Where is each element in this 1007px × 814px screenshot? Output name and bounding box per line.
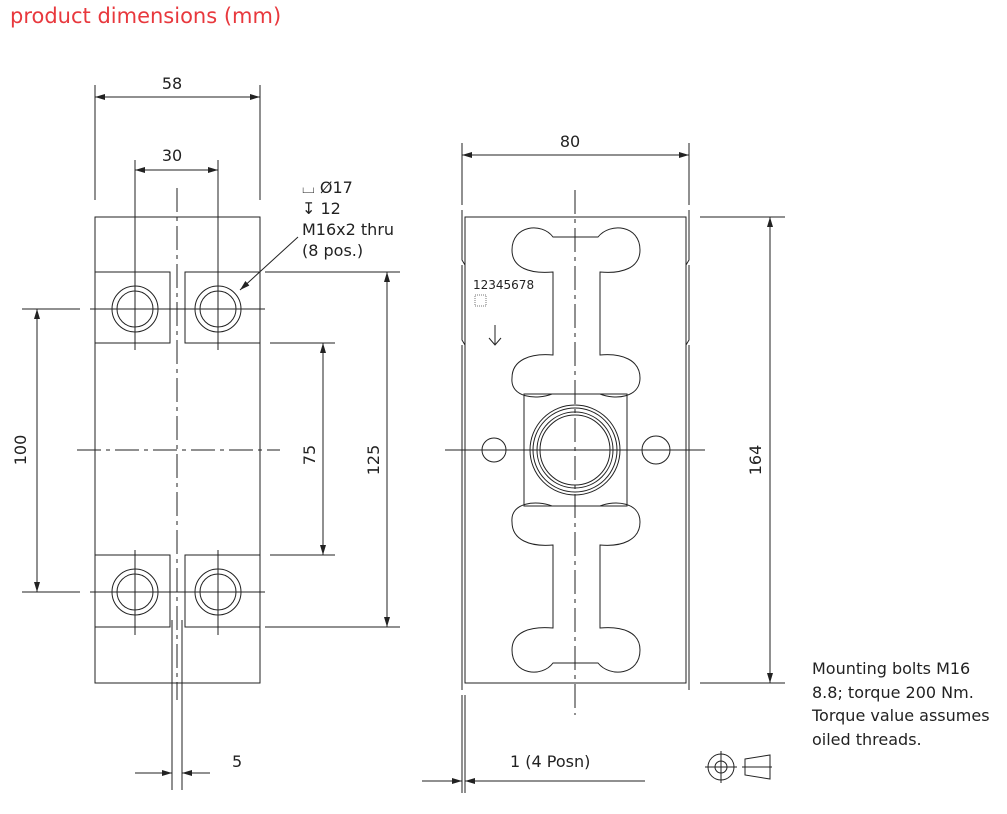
callout-depth: ↧ 12 <box>302 199 341 218</box>
note-line: Torque value assumes <box>812 706 990 725</box>
note-line: oiled threads. <box>812 729 922 749</box>
callout-counterbore: ⌴ Ø17 <box>302 178 353 197</box>
left-view: 58 30 100 75 125 5 ⌴ Ø17 ↧ 12 M16x2 thru… <box>11 74 400 790</box>
dim-58: 58 <box>162 74 182 93</box>
note-line: Mounting bolts M16 <box>812 659 971 678</box>
barcode-icon <box>474 294 487 307</box>
mounting-note: Mounting bolts M16 8.8; torque 200 Nm. T… <box>812 657 990 751</box>
serial-number: 12345678 <box>473 278 534 292</box>
dim-30: 30 <box>162 146 182 165</box>
dim-75: 75 <box>300 445 319 465</box>
callout-thread: M16x2 thru <box>302 220 394 239</box>
note-line: 8.8; torque 200 Nm. <box>812 682 974 702</box>
arrow-down-icon <box>488 325 502 346</box>
dim-5: 5 <box>232 752 242 771</box>
dim-100: 100 <box>11 435 30 466</box>
dim-125: 125 <box>364 445 383 476</box>
dim-offset: 1 (4 Posn) <box>510 752 590 771</box>
page-title: product dimensions (mm) <box>10 4 282 28</box>
dim-164: 164 <box>746 445 765 476</box>
third-angle-projection-icon <box>705 751 772 783</box>
dim-80: 80 <box>560 132 580 151</box>
callout-count: (8 pos.) <box>302 241 363 260</box>
right-view: 12345678 80 164 1 (4 Posn) <box>422 132 785 793</box>
